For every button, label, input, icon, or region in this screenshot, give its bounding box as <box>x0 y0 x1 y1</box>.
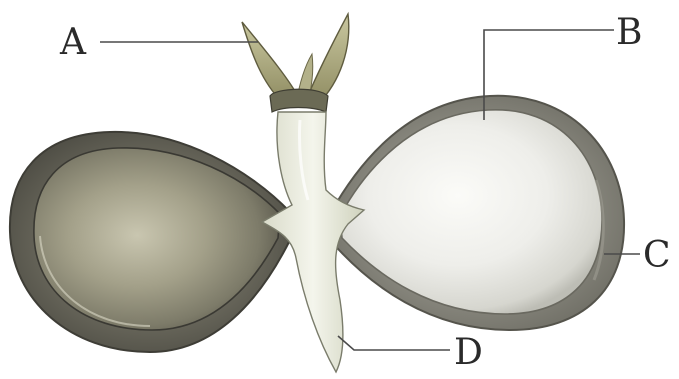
right-cotyledon <box>330 96 624 330</box>
label-c: C <box>643 235 671 276</box>
label-a: A <box>59 22 87 63</box>
plumule <box>242 14 349 112</box>
label-b: B <box>616 12 642 53</box>
leader-line-d <box>338 336 450 350</box>
label-d: D <box>454 332 483 373</box>
left-cotyledon <box>10 132 290 352</box>
